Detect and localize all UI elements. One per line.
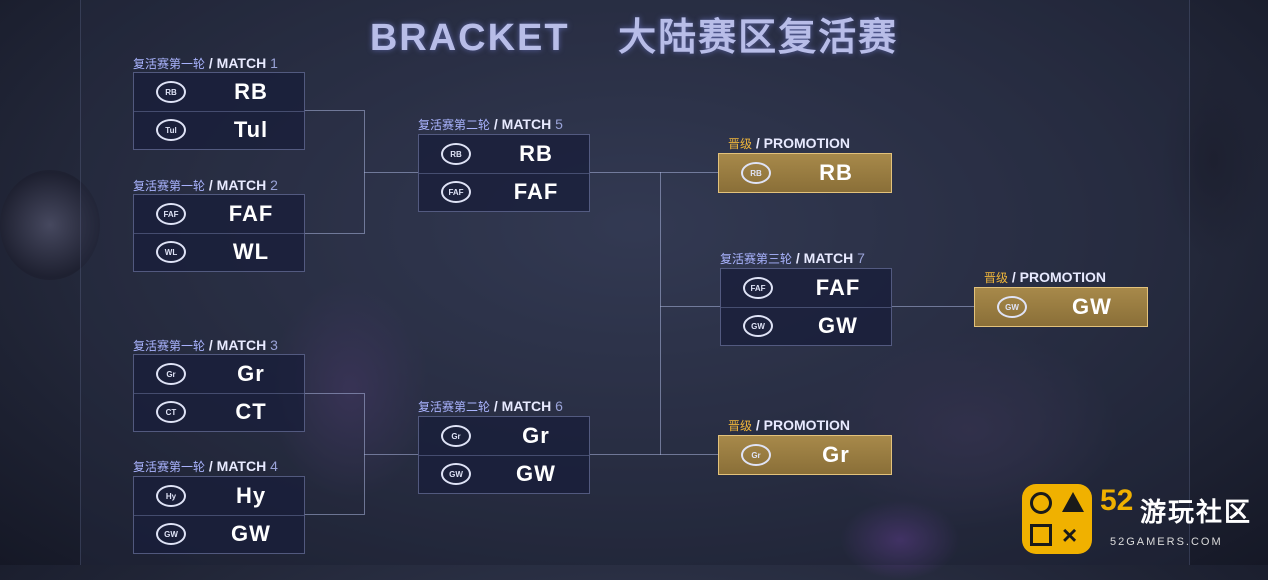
match-7-label: 复活赛第三轮 / MATCH 7	[720, 250, 865, 266]
team-row[interactable]: Gr Gr	[419, 417, 589, 456]
match-2-label: 复活赛第一轮 / MATCH 2	[133, 177, 278, 193]
match-1-label: 复活赛第一轮 / MATCH 1	[133, 55, 278, 71]
match-2-card[interactable]: FAF FAF WL WL	[133, 194, 305, 272]
team-row[interactable]: RB RB	[419, 135, 589, 174]
promotion-1-card[interactable]: RB RB	[718, 153, 892, 193]
team-row[interactable]: GW GW	[134, 515, 304, 553]
page-title: BRACKET 大陆赛区复活赛	[0, 6, 1268, 61]
team-name: FAF	[228, 201, 274, 226]
connector	[304, 514, 364, 515]
team-logo-icon: CT	[156, 401, 186, 423]
connector	[304, 110, 364, 111]
team-logo-icon: FAF	[743, 277, 773, 299]
match-6-label: 复活赛第二轮 / MATCH 6	[418, 398, 563, 414]
title-en: BRACKET	[369, 17, 570, 59]
connector	[364, 172, 418, 173]
team-name: FAF	[513, 179, 559, 204]
match-3-label: 复活赛第一轮 / MATCH 3	[133, 337, 278, 353]
team-row[interactable]: GW GW	[721, 307, 891, 345]
watermark-name: 游玩社区	[1140, 497, 1253, 527]
team-name: GW	[1072, 294, 1112, 319]
team-logo-icon: RB	[441, 143, 471, 165]
team-logo-icon: RB	[741, 162, 771, 184]
team-row[interactable]: WL WL	[134, 233, 304, 271]
team-logo-icon: FAF	[156, 203, 186, 225]
promotion-3-label: 晋级 / PROMOTION	[728, 417, 851, 433]
match-5-card[interactable]: RB RB FAF FAF	[418, 134, 590, 212]
team-row[interactable]: Hy Hy	[134, 477, 304, 516]
team-logo-icon: GW	[441, 463, 471, 485]
site-watermark: × 52 游玩社区 52GAMERS.COM	[1022, 484, 1268, 565]
match-4-label: 复活赛第一轮 / MATCH 4	[133, 458, 278, 474]
team-logo-icon: Tul	[156, 119, 186, 141]
team-row[interactable]: FAF FAF	[721, 269, 891, 308]
team-logo-icon: FAF	[441, 181, 471, 203]
team-name: RB	[819, 160, 853, 185]
match-3-card[interactable]: Gr Gr CT CT	[133, 354, 305, 432]
connector	[892, 306, 974, 307]
connector	[590, 454, 718, 455]
team-name: RB	[519, 141, 553, 166]
team-name: Gr	[522, 423, 550, 448]
team-row[interactable]: CT CT	[134, 393, 304, 431]
watermark-number: 52	[1100, 484, 1134, 517]
match-5-label: 复活赛第二轮 / MATCH 5	[418, 116, 563, 132]
team-row[interactable]: GW GW	[419, 455, 589, 493]
team-name: Tul	[233, 117, 269, 142]
team-name: Gr	[237, 361, 265, 386]
team-name: GW	[231, 521, 271, 546]
team-logo-icon: RB	[156, 81, 186, 103]
promotion-2-label: 晋级 / PROMOTION	[984, 269, 1107, 285]
team-logo-icon: GW	[997, 296, 1027, 318]
team-row[interactable]: FAF FAF	[134, 195, 304, 234]
team-name: FAF	[815, 275, 861, 300]
title-cn: 大陆赛区复活赛	[618, 17, 899, 59]
promotion-2-card[interactable]: GW GW	[974, 287, 1148, 327]
promotion-1-label: 晋级 / PROMOTION	[728, 135, 851, 151]
connector	[304, 233, 364, 234]
team-logo-icon: GW	[156, 523, 186, 545]
team-name: GW	[818, 313, 858, 338]
team-name: CT	[235, 399, 267, 424]
match-4-card[interactable]: Hy Hy GW GW	[133, 476, 305, 554]
match-7-card[interactable]: FAF FAF GW GW	[720, 268, 892, 346]
connector	[364, 454, 418, 455]
team-logo-icon: Gr	[741, 444, 771, 466]
team-logo-icon: Gr	[156, 363, 186, 385]
team-name: GW	[516, 461, 556, 486]
gamepad-symbols-icon: ×	[1022, 484, 1092, 554]
team-name: Gr	[822, 442, 850, 467]
team-row[interactable]: Gr Gr	[134, 355, 304, 394]
team-row[interactable]: FAF FAF	[419, 173, 589, 211]
team-row[interactable]: RB RB	[134, 73, 304, 112]
connector	[660, 306, 720, 307]
team-logo-icon: WL	[156, 241, 186, 263]
team-row[interactable]: Tul Tul	[134, 111, 304, 149]
team-logo-icon: Gr	[441, 425, 471, 447]
team-name: RB	[234, 79, 268, 104]
match-1-card[interactable]: RB RB Tul Tul	[133, 72, 305, 150]
connector	[660, 172, 661, 455]
team-logo-icon: GW	[743, 315, 773, 337]
watermark-url: 52GAMERS.COM	[1110, 536, 1223, 548]
promotion-3-card[interactable]: Gr Gr	[718, 435, 892, 475]
connector	[590, 172, 718, 173]
team-logo-icon: Hy	[156, 485, 186, 507]
team-name: Hy	[235, 483, 267, 508]
team-name: WL	[232, 239, 270, 264]
match-6-card[interactable]: Gr Gr GW GW	[418, 416, 590, 494]
connector	[304, 393, 364, 394]
